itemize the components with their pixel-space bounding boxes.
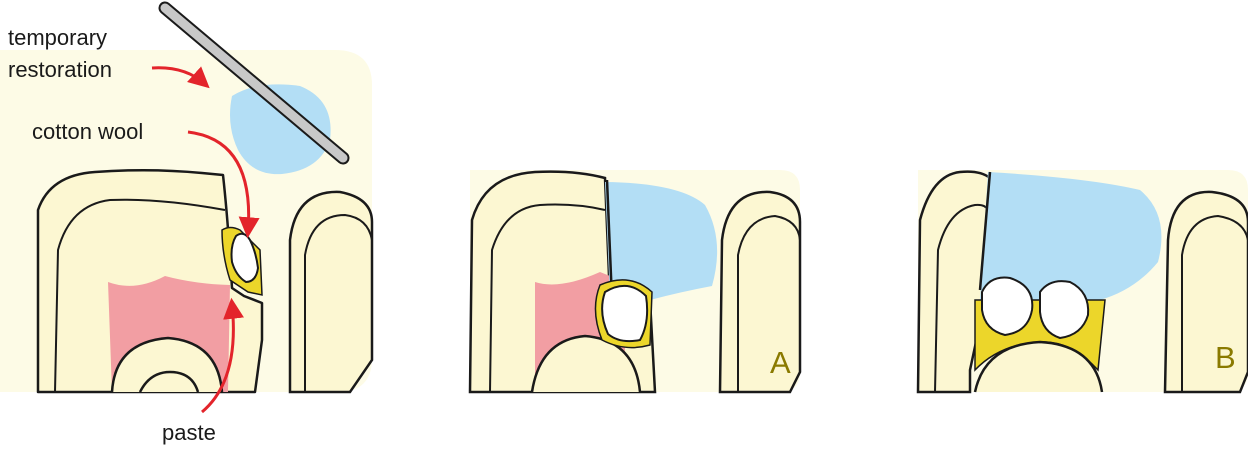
label-restoration: restoration xyxy=(8,56,112,83)
label-temporary: temporary xyxy=(8,24,107,51)
panel-letter-b: B xyxy=(1215,340,1236,376)
label-paste: paste xyxy=(162,419,216,446)
label-cotton-wool: cotton wool xyxy=(32,118,143,145)
cotton-wool-b-left xyxy=(982,278,1032,335)
panel-b xyxy=(918,170,1248,392)
tooth-right-neighbor xyxy=(290,192,372,392)
panel-a xyxy=(470,170,800,392)
cotton-wool-a xyxy=(602,286,647,341)
panel-letter-a: A xyxy=(770,345,791,381)
